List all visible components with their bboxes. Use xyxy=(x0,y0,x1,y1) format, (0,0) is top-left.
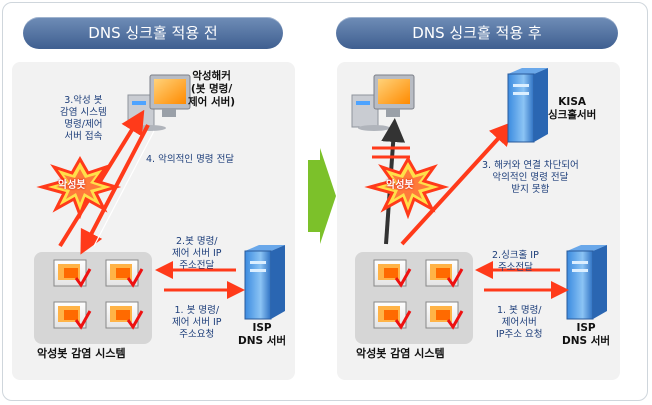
infected-pc-icon xyxy=(425,259,464,288)
system-label-left: 악성봇 감염 시스템 xyxy=(37,347,126,360)
monitor-icon xyxy=(351,74,415,131)
block-icon xyxy=(372,146,410,159)
infected-pc-icon xyxy=(53,259,92,288)
kisa-label: KISA 싱크홀서버 xyxy=(548,96,597,121)
infected-pc-icon xyxy=(53,301,92,330)
step1-label-left: 1. 봇 명령/ 제어 서버 IP 주소요청 xyxy=(172,305,222,340)
infected-pc-icon xyxy=(425,301,464,330)
bot-label-left: 악성봇 xyxy=(58,180,86,191)
system-label-right: 악성봇 감염 시스템 xyxy=(356,347,445,360)
step2-label-right: 2.싱크홀 IP 주소전달 xyxy=(492,250,539,273)
hacker-label: 악성해커 (봇 명령/ 제어 서버) xyxy=(188,70,236,108)
bot-label-right: 악성봇 xyxy=(386,180,414,191)
step2-label-left: 2.봇 명령/ 제어 서버 IP 주소전달 xyxy=(172,236,222,271)
transition-arrow-icon xyxy=(308,148,336,244)
step3-label-left: 3.악성 봇 감염 시스템 명령/제어 서버 접속 xyxy=(60,95,107,142)
burst-icon xyxy=(364,155,450,220)
isp-label-left: ISP DNS 서버 xyxy=(238,322,287,347)
after-header: DNS 싱크홀 적용 후 xyxy=(336,17,618,49)
server-icon xyxy=(507,68,548,143)
infected-pc-icon xyxy=(373,301,412,330)
step3-label-right: 3. 해커와 연결 차단되어 악의적인 명령 전달 받지 못함 xyxy=(482,160,579,195)
step4-label-left: 4. 악의적인 명령 전달 xyxy=(146,154,235,165)
step1-label-right: 1. 봇 명령/ 제어서버 IP주소 요청 xyxy=(496,305,543,340)
infected-pc-icon xyxy=(105,259,144,288)
infected-pc-icon xyxy=(105,301,144,330)
infected-pc-icon xyxy=(373,259,412,288)
burst-icon xyxy=(36,155,122,220)
before-header: DNS 싱크홀 적용 전 xyxy=(23,17,283,49)
server-icon xyxy=(244,245,285,320)
server-icon xyxy=(566,245,607,320)
isp-label-right: ISP DNS 서버 xyxy=(562,322,611,347)
